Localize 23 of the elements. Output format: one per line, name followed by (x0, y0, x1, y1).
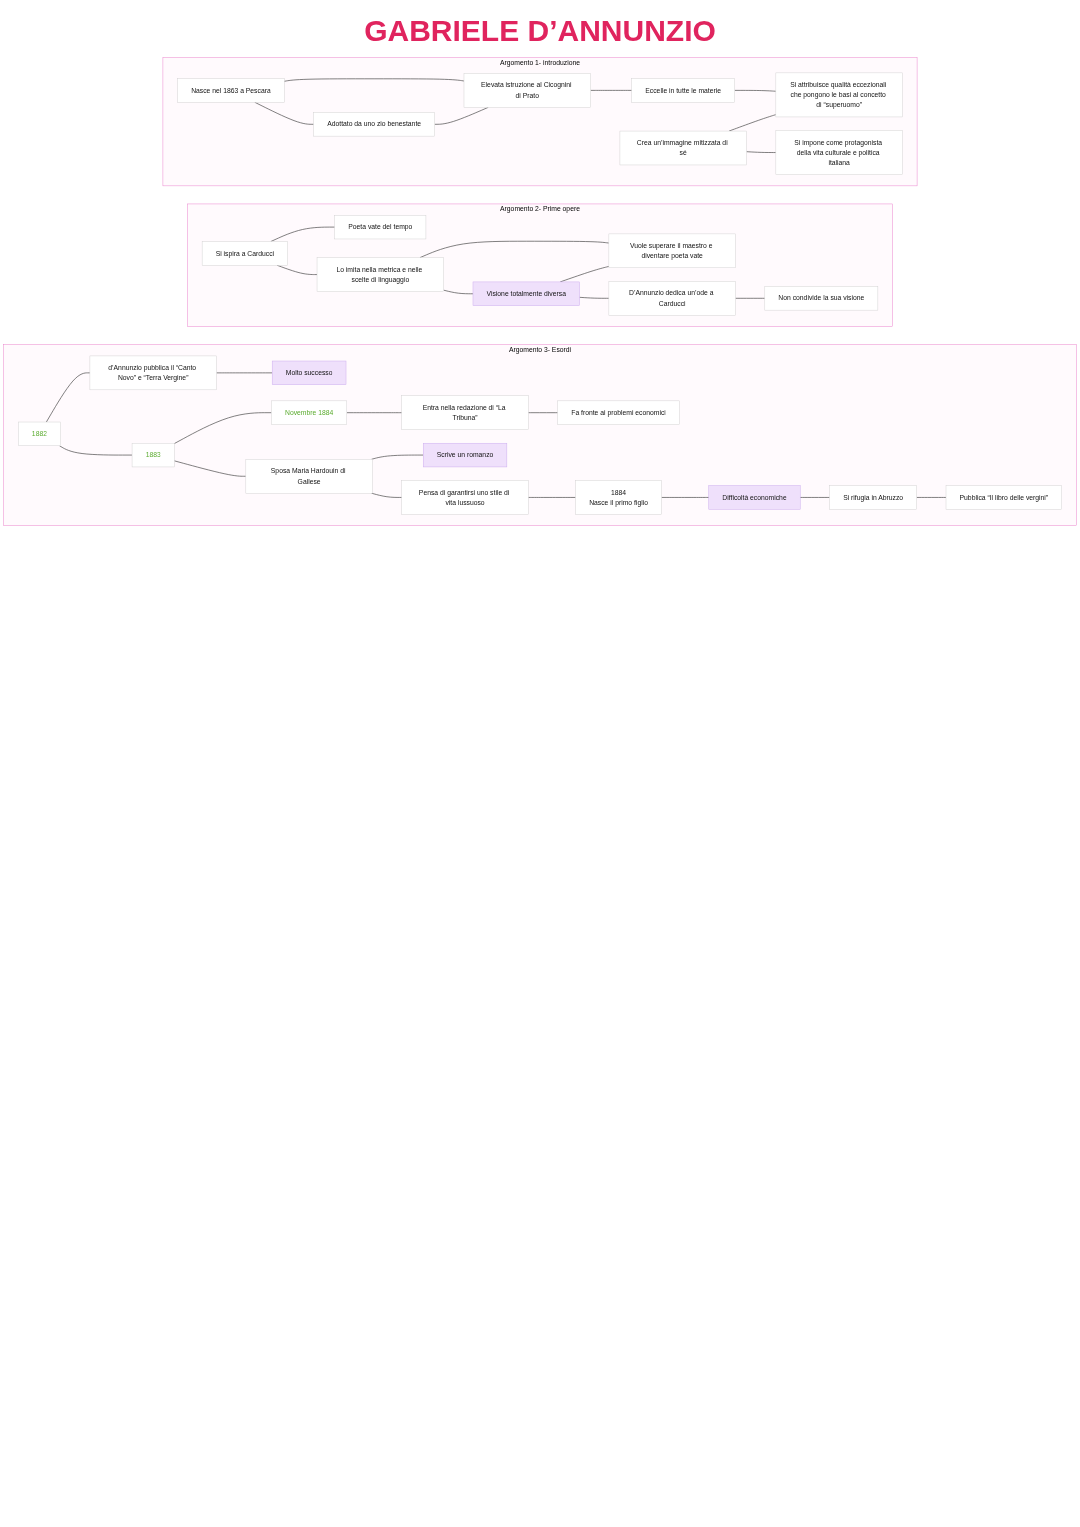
connector (173, 412, 272, 444)
connector (735, 297, 766, 299)
connector (528, 412, 559, 414)
connector (254, 101, 314, 125)
connector (528, 497, 576, 498)
connector (916, 497, 947, 498)
connector (661, 497, 710, 498)
connector (443, 289, 474, 295)
connector (346, 412, 403, 414)
connector (371, 492, 403, 498)
connector (283, 78, 465, 82)
connector (728, 114, 777, 132)
connector (270, 226, 336, 242)
connector (579, 297, 610, 299)
connector (173, 460, 247, 477)
connector (746, 151, 777, 153)
connector (46, 372, 91, 423)
connector (371, 454, 424, 460)
connector (734, 90, 777, 92)
connector (59, 445, 133, 456)
connector (590, 90, 633, 91)
connector (799, 497, 830, 498)
title: GABRIELE D’ANNUNZIO (363, 14, 717, 48)
